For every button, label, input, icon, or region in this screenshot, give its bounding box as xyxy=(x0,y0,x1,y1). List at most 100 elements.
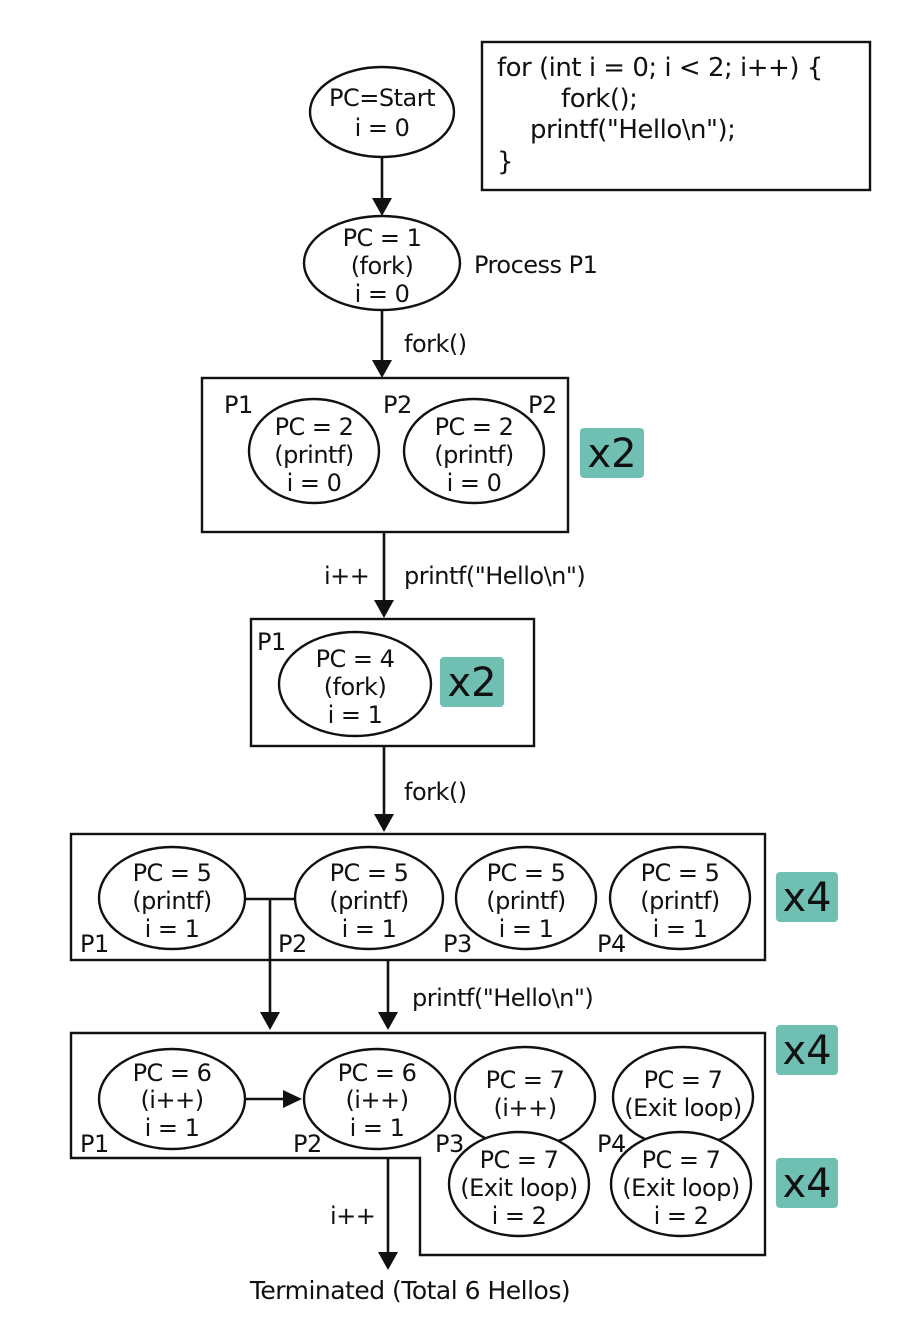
process-label: P1 xyxy=(224,391,253,419)
arrow-down-icon xyxy=(374,600,394,618)
node-text: PC = 7 xyxy=(644,1066,723,1094)
node-text: (printf) xyxy=(274,441,354,469)
stage5-box: PC = 6 (i++) i = 1 PC = 6 (i++) i = 1 PC… xyxy=(69,1031,767,1257)
node-text: i = 1 xyxy=(350,1114,405,1142)
node-text: i = 0 xyxy=(447,469,502,497)
node-pc7-p4-top: PC = 7 (Exit loop) xyxy=(611,1045,755,1149)
node-text: i = 2 xyxy=(654,1202,709,1230)
node-text: PC = 1 xyxy=(343,224,422,252)
terminated-label: Terminated (Total 6 Hellos) xyxy=(249,1276,570,1305)
process-label: P1 xyxy=(80,1130,109,1158)
badge-bg xyxy=(440,657,504,707)
node-text: (printf) xyxy=(434,441,514,469)
node-ellipse xyxy=(609,1130,753,1238)
badge-text: x4 xyxy=(782,875,831,921)
node-pc2-p2: PC = 2 (printf) i = 0 xyxy=(402,397,546,505)
node-text: PC = 4 xyxy=(316,645,395,673)
node-text: i = 1 xyxy=(145,1114,200,1142)
multiplier-badge-stage5-bottom: x4 xyxy=(776,1158,838,1208)
multiplier-badge-stage3: x2 xyxy=(440,657,504,707)
stage4-box: PC = 5 (printf) i = 1 PC = 5 (printf) i … xyxy=(69,832,767,962)
node-text: PC=Start xyxy=(329,84,435,112)
node-ellipse xyxy=(247,397,381,505)
node-text: (Exit loop) xyxy=(622,1174,740,1202)
badge-bg xyxy=(776,1025,838,1075)
node-text: (i++) xyxy=(140,1086,203,1114)
node-text: i = 1 xyxy=(328,701,383,729)
arrow-down-icon xyxy=(378,1012,398,1030)
node-text: i = 2 xyxy=(492,1202,547,1230)
node-pc5-p4: PC = 5 (printf) i = 1 xyxy=(608,845,752,951)
edge-label: fork() xyxy=(404,330,467,358)
badge-text: x4 xyxy=(782,1161,831,1207)
node-text: (Exit loop) xyxy=(460,1174,578,1202)
node-text: PC = 2 xyxy=(275,413,354,441)
badge-text: x2 xyxy=(447,660,496,706)
badge-text: x4 xyxy=(782,1028,831,1074)
multiplier-badge-stage4: x4 xyxy=(776,872,838,922)
code-line: } xyxy=(497,147,513,177)
node-text: PC = 7 xyxy=(480,1146,559,1174)
multiplier-badge-stage5-top: x4 xyxy=(776,1025,838,1075)
node-text: PC = 6 xyxy=(133,1059,212,1087)
arrow-down-icon xyxy=(372,198,392,216)
node-pc7-p4-bottom: PC = 7 (Exit loop) i = 2 xyxy=(609,1130,753,1238)
node-text: PC = 5 xyxy=(330,859,409,887)
node-ellipse xyxy=(454,845,598,951)
edge-label: i++ xyxy=(330,1202,375,1230)
node-ellipse xyxy=(608,845,752,951)
node-text: PC = 5 xyxy=(133,859,212,887)
node-text: PC = 5 xyxy=(641,859,720,887)
badge-text: x2 xyxy=(587,431,636,477)
node-pc6-p2: PC = 6 (i++) i = 1 xyxy=(302,1047,452,1151)
node-text: (printf) xyxy=(486,887,566,915)
edge-start-to-pc1 xyxy=(372,157,392,216)
node-text: i = 1 xyxy=(342,915,397,943)
code-line: fork(); xyxy=(530,84,637,114)
code-line: for (int i = 0; i < 2; i++) { xyxy=(497,53,823,83)
node-text: PC = 6 xyxy=(338,1059,417,1087)
stage-border xyxy=(249,617,536,748)
node-text: PC = 5 xyxy=(487,859,566,887)
edge-label: printf("Hello\n") xyxy=(412,984,593,1012)
node-text: i = 0 xyxy=(287,469,342,497)
arrow-down-icon xyxy=(260,1012,280,1030)
node-ellipse xyxy=(302,1047,452,1151)
edge-pc1-to-stage2: fork() xyxy=(372,310,467,378)
node-text: i = 1 xyxy=(145,915,200,943)
node-text: i = 0 xyxy=(355,114,410,142)
edge-stage5-to-terminated: i++ xyxy=(330,1158,398,1270)
node-text: i = 1 xyxy=(653,915,708,943)
process-label: P2 xyxy=(293,1130,322,1158)
badge-bg xyxy=(776,872,838,922)
node-pc5-p1: PC = 5 (printf) i = 1 xyxy=(97,845,247,951)
node-text: PC = 2 xyxy=(435,413,514,441)
process-label: P2 xyxy=(528,391,557,419)
node-text: (printf) xyxy=(329,887,409,915)
arrow-right-icon xyxy=(283,1090,302,1108)
node-pc7-p3-bottom: PC = 7 (Exit loop) i = 2 xyxy=(447,1130,591,1238)
node-text: i = 1 xyxy=(499,915,554,943)
node-pc2-p1: PC = 2 (printf) i = 0 xyxy=(247,397,381,505)
edge-label: printf("Hello\n") xyxy=(404,562,585,590)
node-ellipse xyxy=(308,65,456,159)
process-label: P4 xyxy=(597,1130,626,1158)
node-start: PC=Start i = 0 xyxy=(308,65,456,159)
badge-bg xyxy=(580,428,644,478)
node-pc4: PC = 4 (fork) i = 1 xyxy=(277,630,433,738)
code-box: for (int i = 0; i < 2; i++) { fork(); pr… xyxy=(480,40,872,192)
node-ellipse xyxy=(447,1130,591,1238)
arrow-down-icon xyxy=(374,814,394,832)
edge-label: i++ xyxy=(324,562,369,590)
process-label: P4 xyxy=(597,930,626,958)
node-text: (printf) xyxy=(132,887,212,915)
multiplier-badge-stage2: x2 xyxy=(580,428,644,478)
node-text: PC = 7 xyxy=(642,1146,721,1174)
node-pc6-p1: PC = 6 (i++) i = 1 xyxy=(97,1047,247,1151)
node-text: (printf) xyxy=(640,887,720,915)
edge-stage2-to-stage3: i++ printf("Hello\n") xyxy=(324,532,586,618)
stage-border xyxy=(69,832,767,962)
stage-border xyxy=(69,1031,767,1257)
process-label: P1 xyxy=(257,628,286,656)
